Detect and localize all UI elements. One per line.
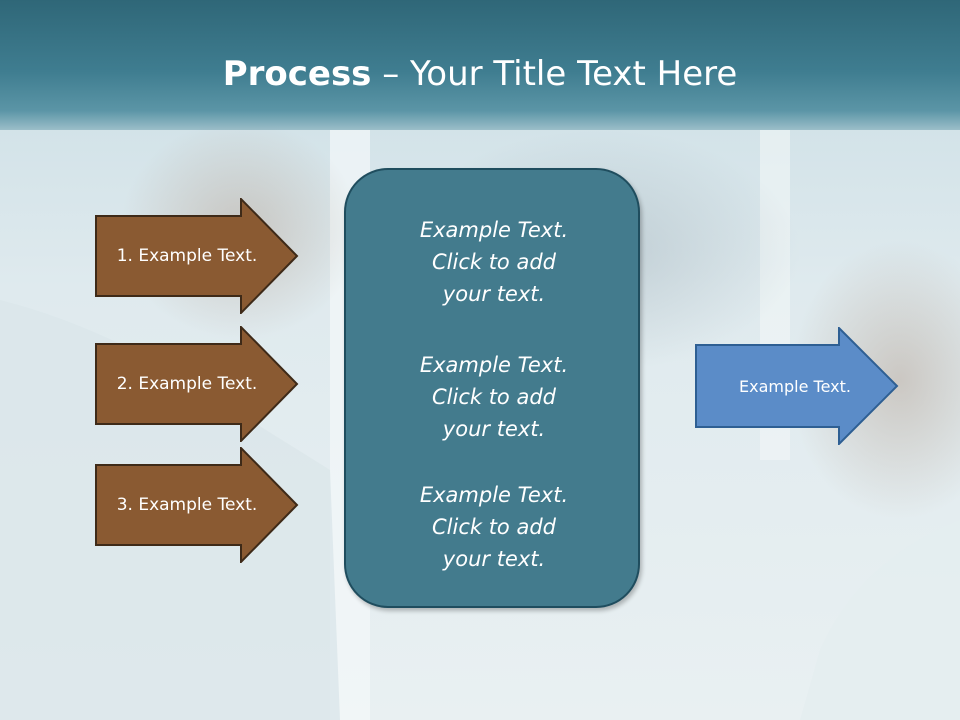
result-arrow[interactable]: Example Text. [695,327,899,445]
arrow-shape [95,447,299,563]
paragraph-line: Example Text. [419,353,569,377]
step-label: 1. Example Text. [116,246,258,266]
paragraph-line: your text. [442,282,546,306]
title-rest: – Your Title Text Here [371,54,738,94]
center-text-box[interactable]: Example Text. Click to add your text. Ex… [344,168,640,608]
step-arrow-3[interactable]: 3. Example Text. [95,447,299,563]
title-bar [0,0,960,130]
paragraph-line: Example Text. [419,218,569,242]
arrow-shape [695,327,899,445]
paragraph-1: Example Text. Click to add your text. [346,214,642,310]
paragraph-line: your text. [442,417,546,441]
paragraph-2: Example Text. Click to add your text. [346,349,642,445]
result-label: Example Text. [739,376,851,396]
step-arrow-1[interactable]: 1. Example Text. [95,198,299,314]
paragraph-line: Click to add [431,385,556,409]
paragraph-line: Click to add [431,250,556,274]
paragraph-line: Click to add [431,515,556,539]
step-arrow-2[interactable]: 2. Example Text. [95,326,299,442]
step-label: 3. Example Text. [116,495,258,515]
step-label: 2. Example Text. [116,374,258,394]
arrow-shape [95,198,299,314]
paragraph-line: your text. [442,547,546,571]
slide-title[interactable]: Process – Your Title Text Here [0,52,960,96]
paragraph-line: Example Text. [419,483,569,507]
arrow-shape [95,326,299,442]
paragraph-3: Example Text. Click to add your text. [346,479,642,575]
title-bold: Process [222,54,372,94]
